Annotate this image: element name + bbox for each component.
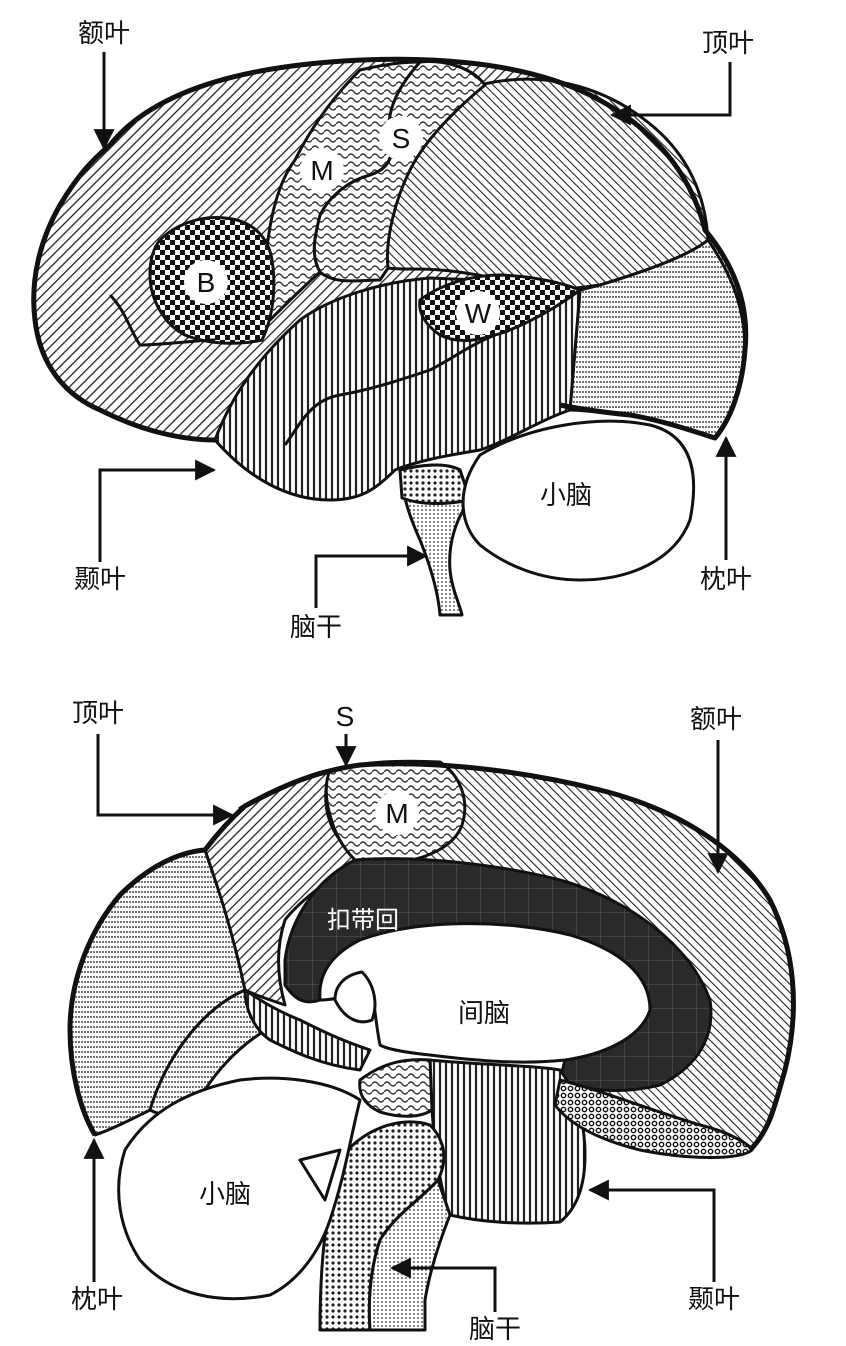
- medial-diencephalon-region: [318, 922, 652, 1064]
- lateral-sensory-marker-circle: [379, 116, 423, 160]
- medial-parietal-label: 顶叶: [72, 699, 124, 729]
- lateral-frontal-label: 额叶: [78, 19, 130, 49]
- medial-cerebellum-label: 小脑: [199, 1180, 251, 1210]
- medial-sensory-marker: S: [336, 701, 355, 732]
- medial-temporal-arrow: [587, 1179, 716, 1282]
- medial-frontal-label: 额叶: [690, 705, 742, 735]
- lateral-motor-strip-region: [262, 60, 422, 322]
- lateral-brainstem-label: 脑干: [290, 613, 342, 643]
- lateral-wernicke-marker: W: [465, 298, 492, 329]
- lateral-wernicke-marker-circle: [456, 291, 500, 335]
- medial-temporal-label: 颞叶: [688, 1285, 740, 1315]
- lateral-occipital-label: 枕叶: [700, 565, 752, 595]
- lateral-brainstem-arrow: [314, 545, 429, 608]
- medial-brainstem-arrow: [389, 1257, 497, 1312]
- lateral-cerebellum-region: [461, 419, 696, 582]
- lateral-motor-marker: M: [310, 155, 333, 186]
- medial-parietal-arrow: [96, 734, 235, 826]
- medial-motor-marker-circle: [375, 791, 419, 835]
- lateral-cerebellum-label: 小脑: [540, 481, 592, 511]
- lateral-parietal-arrow: [609, 62, 732, 126]
- lateral-sensory-marker: S: [392, 123, 411, 154]
- lateral-broca-marker-circle: [184, 260, 228, 304]
- lateral-temporal-label: 颞叶: [74, 565, 126, 595]
- medial-brainstem-label: 脑干: [469, 1315, 521, 1345]
- medial-view: M S 扣带回 间脑 小脑 顶叶 额叶 枕叶 颞叶 脑干: [67, 699, 796, 1345]
- medial-motor-marker: M: [385, 798, 408, 829]
- lateral-temporal-arrow: [98, 459, 217, 562]
- lateral-motor-marker-circle: [300, 148, 344, 192]
- lateral-parietal-label: 顶叶: [702, 29, 754, 59]
- lateral-broca-marker: B: [197, 267, 216, 298]
- medial-cingulate-label: 扣带回: [327, 906, 399, 934]
- medial-diencephalon-label: 间脑: [458, 999, 510, 1029]
- medial-occipital-label: 枕叶: [71, 1285, 123, 1315]
- medial-cerebellum-region: [117, 1076, 362, 1301]
- lateral-view: B M S W 额叶 顶叶 颞叶 枕叶 脑干 小脑: [31, 19, 754, 643]
